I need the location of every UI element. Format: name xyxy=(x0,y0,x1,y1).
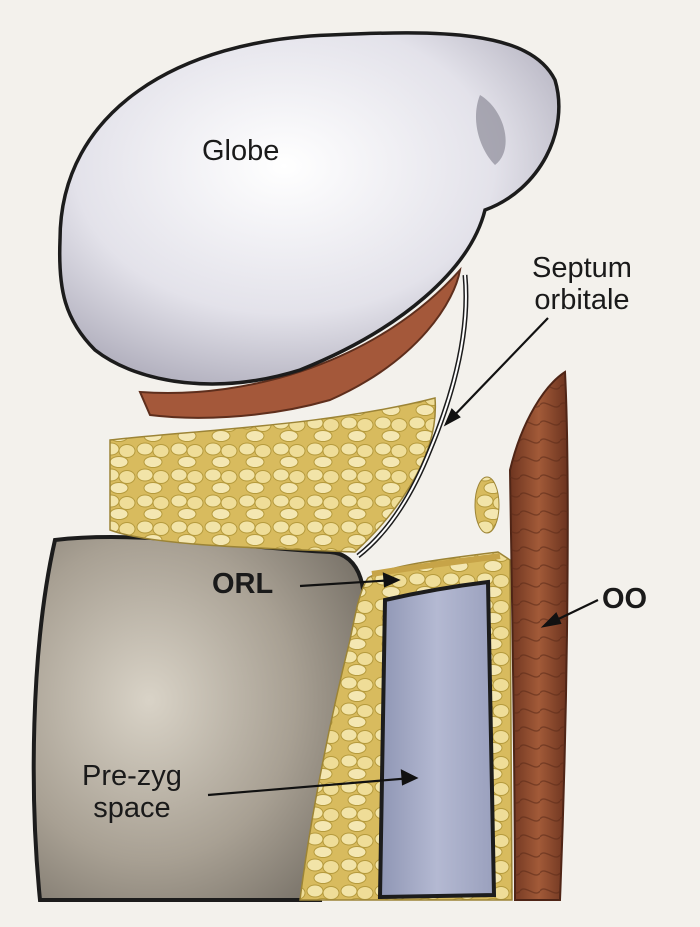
inferior-muscle xyxy=(138,266,462,419)
label-prezyg-space: Pre-zyg space xyxy=(82,760,182,825)
label-prezyg-line1: Pre-zyg xyxy=(82,760,182,792)
leader-lines xyxy=(207,317,599,797)
label-globe: Globe xyxy=(202,135,280,167)
orl-arrow xyxy=(299,578,396,588)
orl-band xyxy=(371,553,501,577)
label-oo: OO xyxy=(602,583,648,615)
label-septum-line2: orbitale xyxy=(534,284,630,317)
globe-shape xyxy=(57,31,561,386)
fat-nodule xyxy=(474,476,500,534)
label-septum-orbitale: Septum orbitale xyxy=(532,252,632,317)
septum-arrow xyxy=(445,317,549,425)
label-orl: ORL xyxy=(212,568,274,600)
cornea-fold xyxy=(475,95,506,165)
label-septum-line1: Septum xyxy=(532,252,632,284)
prezyg-arrow xyxy=(207,776,413,797)
label-prezyg-line2: space xyxy=(93,792,171,825)
prezygomatic-space xyxy=(377,579,497,900)
